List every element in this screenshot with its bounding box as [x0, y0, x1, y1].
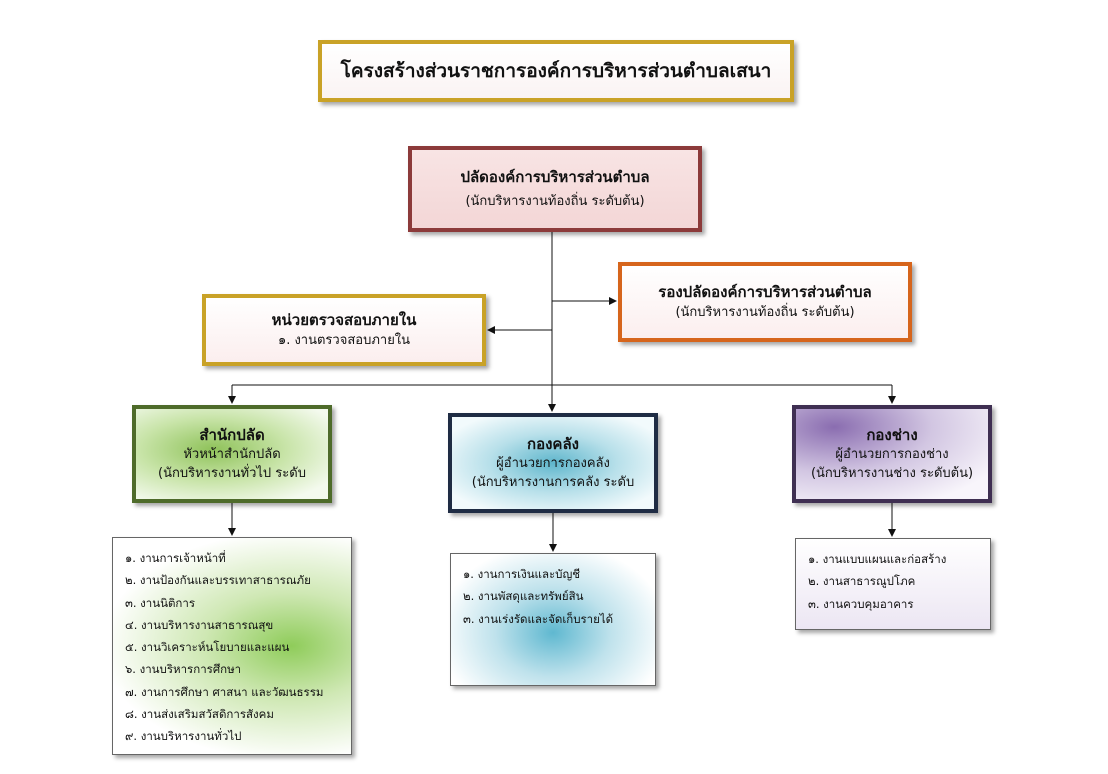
list-item: ๘. งานส่งเสริมสวัสดิการสังคม [125, 707, 274, 722]
engineering-task-list: ๑. งานแบบแผนและก่อสร้าง ๒. งานสาธารณูปโภ… [795, 538, 991, 630]
tech-level: (นักบริหารงานช่าง ระดับต้น) [810, 466, 974, 482]
finance-title: กองคลัง [527, 434, 579, 453]
list-item: ๓. งานเร่งรัดและจัดเก็บรายได้ [463, 611, 614, 626]
chief-administrator-box: ปลัดองค์การบริหารส่วนตำบล (นักบริหารงานท… [408, 146, 702, 232]
list-item: ๙. งานบริหารงานทั่วไป [125, 729, 242, 744]
chief-title: ปลัดองค์การบริหารส่วนตำบล [460, 167, 650, 186]
deputy-administrator-box: รองปลัดองค์การบริหารส่วนตำบล (นักบริหารง… [618, 262, 912, 342]
office-of-clerk-box: สำนักปลัด หัวหน้าสำนักปลัด (นักบริหารงาน… [132, 405, 332, 503]
list-item: ๕. งานวิเคราะห์นโยบายและแผน [125, 640, 290, 655]
list-item: ๗. งานการศึกษา ศาสนา และวัฒนธรรม [125, 684, 324, 699]
office-task-list: ๑. งานการเจ้าหน้าที่ ๒. งานป้องกันและบรร… [112, 537, 352, 755]
chart-title: โครงสร้างส่วนราชการองค์การบริหารส่วนตำบล… [340, 60, 772, 82]
list-item: ๒. งานป้องกันและบรรเทาสาธารณภัย [125, 573, 311, 588]
finance-task-list: ๑. งานการเงินและบัญชี ๒. งานพัสดุและทรัพ… [450, 553, 656, 686]
office-level: (นักบริหารงานทั่วไป ระดับ [158, 466, 306, 482]
finance-head: ผู้อำนวยการกองคลัง [496, 456, 610, 472]
tech-title: กองช่าง [866, 425, 918, 444]
list-item: ๓. งานควบคุมอาคาร [808, 596, 914, 611]
list-item: ๑. งานแบบแผนและก่อสร้าง [808, 552, 947, 566]
deputy-level: (นักบริหารงานท้องถิ่น ระดับต้น) [675, 304, 855, 320]
chief-level: (นักบริหารงานท้องถิ่น ระดับต้น) [465, 194, 645, 210]
list-item: ๓. งานนิติการ [125, 595, 196, 610]
list-item: ๖. งานบริหารการศึกษา [125, 662, 242, 677]
engineering-division-box: กองช่าง ผู้อำนวยการกองช่าง (นักบริหารงาน… [792, 405, 992, 503]
list-item: ๒. งานสาธารณูปโภค [808, 574, 916, 589]
list-item: ๑. งานการเงินและบัญชี [463, 567, 581, 581]
deputy-title: รองปลัดองค์การบริหารส่วนตำบล [658, 283, 872, 302]
list-item: ๒. งานพัสดุและทรัพย์สิน [463, 589, 584, 604]
tech-head: ผู้อำนวยการกองช่าง [835, 447, 949, 463]
finance-division-box: กองคลัง ผู้อำนวยการกองคลัง (นักบริหารงาน… [448, 413, 658, 513]
office-head: หัวหน้าสำนักปลัด [183, 447, 281, 463]
list-item: ๔. งานบริหารงานสาธารณสุข [125, 617, 274, 632]
list-item: ๑. งานการเจ้าหน้าที่ [125, 551, 226, 565]
audit-item: ๑. งานตรวจสอบภายใน [277, 332, 411, 348]
audit-title: หน่วยตรวจสอบภายใน [271, 311, 417, 330]
finance-level: (นักบริหารงานการคลัง ระดับ [471, 475, 635, 491]
chart-title-box: โครงสร้างส่วนราชการองค์การบริหารส่วนตำบล… [318, 40, 794, 102]
internal-audit-box: หน่วยตรวจสอบภายใน ๑. งานตรวจสอบภายใน [202, 294, 486, 366]
office-title: สำนักปลัด [199, 425, 265, 444]
